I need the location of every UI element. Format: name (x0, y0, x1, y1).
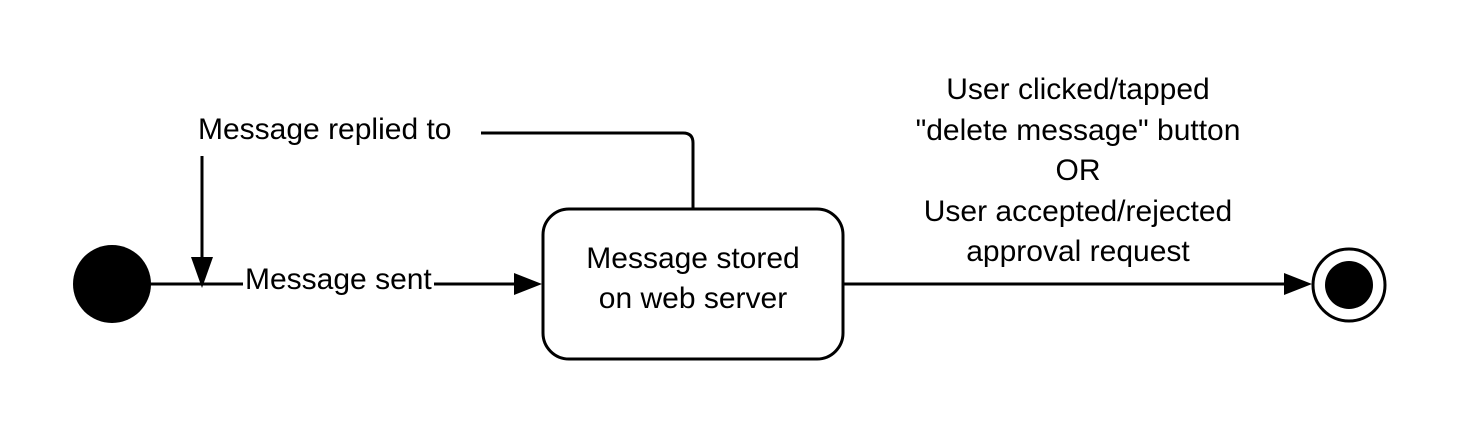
transition-exit-label-line: User accepted/rejected (923, 194, 1233, 228)
transition-exit-label: User clicked/tapped "delete message" but… (878, 70, 1278, 273)
state-label-stored: Message stored on web server (542, 239, 844, 319)
transition-sent-label: Message sent (243, 260, 434, 300)
transition-replied-label: Message replied to (198, 113, 452, 146)
transition-replied-line (481, 131, 695, 209)
state-label-line: Message stored (586, 242, 800, 275)
state-label-line: on web server (598, 282, 788, 315)
transition-exit-label-line: "delete message" button (915, 113, 1241, 147)
transition-exit-arrowhead (1284, 273, 1312, 295)
transition-exit-label-line: approval request (966, 235, 1190, 268)
transition-exit-label-line: User clicked/tapped (946, 73, 1210, 106)
transition-exit-label-line: OR (1055, 154, 1101, 187)
transition-sent-arrowhead (514, 273, 542, 295)
initial-node (73, 245, 151, 323)
transition-replied-arrowhead (191, 257, 213, 288)
final-node-inner (1325, 261, 1373, 309)
